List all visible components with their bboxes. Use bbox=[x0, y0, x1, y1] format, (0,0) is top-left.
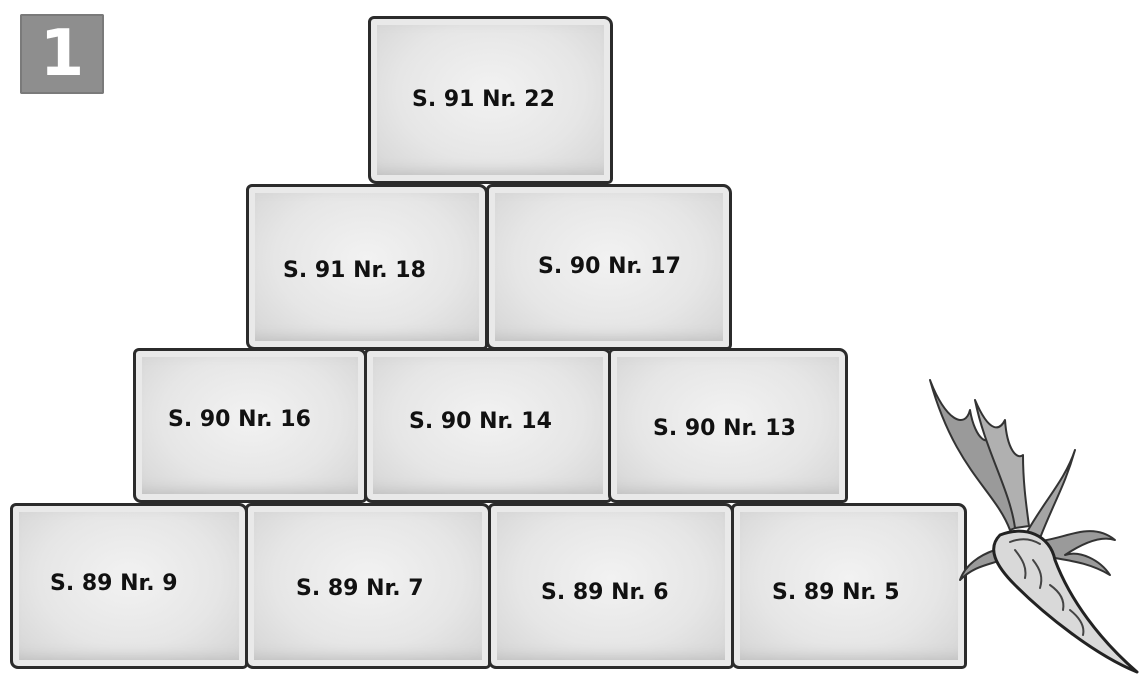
brick-label: S. 90 Nr. 16 bbox=[168, 407, 311, 432]
brick-label: S. 90 Nr. 13 bbox=[653, 416, 796, 441]
brick-label: S. 89 Nr. 6 bbox=[541, 580, 669, 605]
brick-label: S. 91 Nr. 18 bbox=[283, 258, 426, 283]
brick-label: S. 89 Nr. 5 bbox=[772, 580, 900, 605]
exercise-number-badge: 1 bbox=[20, 14, 104, 94]
brick-label: S. 89 Nr. 7 bbox=[296, 576, 424, 601]
brick-label: S. 89 Nr. 9 bbox=[50, 571, 178, 596]
brick-label: S. 91 Nr. 22 bbox=[412, 87, 555, 112]
brick-label: S. 90 Nr. 17 bbox=[538, 254, 681, 279]
brick-label: S. 90 Nr. 14 bbox=[409, 409, 552, 434]
carrot-icon bbox=[915, 360, 1146, 675]
exercise-number: 1 bbox=[40, 22, 85, 86]
